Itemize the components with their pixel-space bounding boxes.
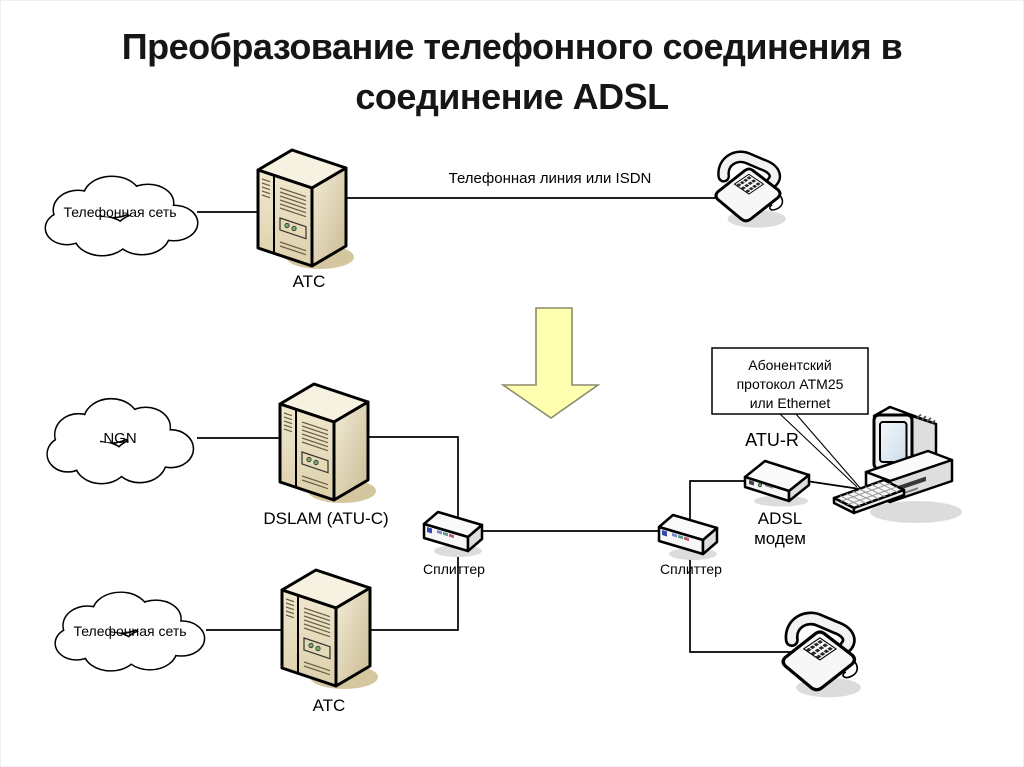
label-atu-r: ATU-R <box>745 430 799 450</box>
desktop-computer-icon <box>832 405 962 523</box>
slide-title: Преобразование телефонного соединения в … <box>121 26 903 118</box>
telephone-icon-bottom <box>783 618 861 697</box>
telephone-icon-top <box>716 157 786 228</box>
label-atc-top: АТС <box>292 272 326 291</box>
label-splitter-left: Сплиттер <box>423 561 485 577</box>
atc-server-bottom-icon <box>280 568 380 691</box>
callout-pointer-line <box>779 413 858 488</box>
label-telephone-line: Телефонная линия или ISDN <box>448 170 652 187</box>
down-arrow-icon <box>500 307 601 419</box>
callout-pointer-line <box>795 413 862 490</box>
callout-line-1: Абонентский <box>748 357 832 373</box>
callout-line-2: протокол ATM25 <box>736 376 844 392</box>
splitter-right-icon <box>657 513 719 562</box>
label-ngn: NGN <box>103 430 137 447</box>
label-dslam: DSLAM (ATU-C) <box>263 509 389 528</box>
label-telephone-network-bottom: Телефонная сеть <box>73 623 187 639</box>
label-telephone-network-top: Телефонная сеть <box>63 204 177 220</box>
connector-dslam-to-splitter <box>366 436 459 522</box>
callout-line-3: или Ethernet <box>749 395 831 411</box>
adsl-modem-icon <box>743 459 811 507</box>
connector-splitter-to-modem <box>689 480 750 526</box>
label-splitter-right: Сплиттер <box>660 561 722 577</box>
connector-splitter-to-phone-bottom <box>689 543 795 653</box>
connector-modem-to-computer <box>805 480 861 490</box>
label-adsl-modem: ADSL модем <box>754 509 806 549</box>
label-atc-bottom: АТС <box>312 696 346 715</box>
callout-label: Абонентский протокол ATM25 или Ethernet <box>712 356 868 413</box>
connector-lines <box>197 197 862 653</box>
atc-server-top-icon <box>256 148 356 271</box>
dslam-server-icon <box>278 382 378 505</box>
splitter-left-icon <box>422 510 484 559</box>
callout-box <box>711 347 869 415</box>
